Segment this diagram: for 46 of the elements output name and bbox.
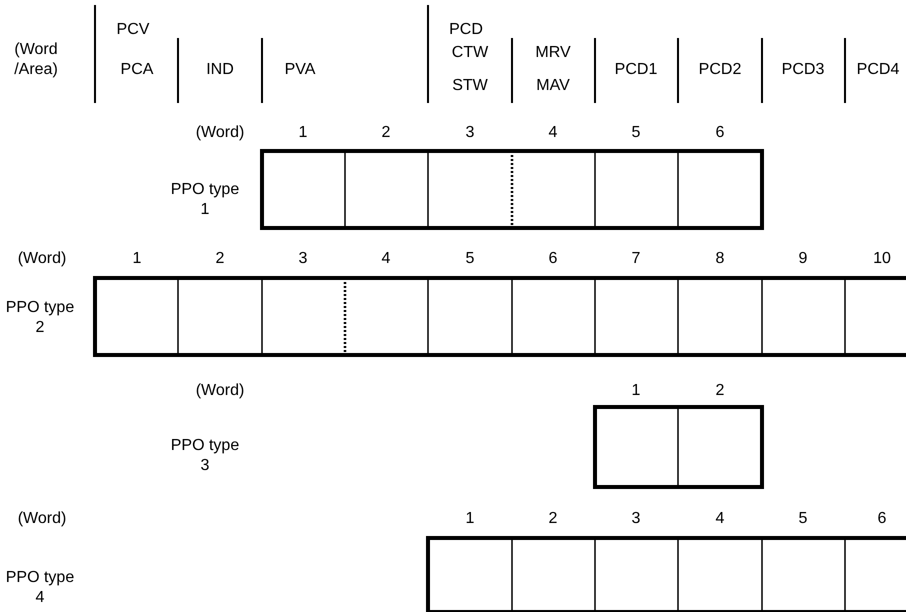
word-number: 9 <box>798 249 808 269</box>
axis-label: (Word) <box>18 249 66 269</box>
field-label: PVA <box>284 60 316 80</box>
word-number: 1 <box>298 123 308 143</box>
word-number: 5 <box>466 249 474 269</box>
word-number: 3 <box>632 509 640 529</box>
word-number: 2 <box>716 381 724 401</box>
row-label: PPO type 3 <box>170 436 240 476</box>
row-label: PPO type 2 <box>5 298 75 338</box>
word-number: 5 <box>798 509 808 529</box>
word-number: 2 <box>382 123 390 143</box>
word-number: 5 <box>632 123 640 143</box>
field-label: MAV <box>536 76 570 96</box>
field-label: MRV <box>535 43 571 63</box>
word-number: 7 <box>632 249 640 269</box>
word-number: 6 <box>716 123 724 143</box>
field-label: PCD1 <box>614 60 658 80</box>
word-number: 1 <box>632 381 640 401</box>
word-number: 4 <box>548 123 558 143</box>
axis-label: (Word) <box>196 123 244 143</box>
word-number: 3 <box>466 123 474 143</box>
heading-label: (Word /Area) <box>13 40 59 80</box>
field-label: STW <box>452 76 488 96</box>
word-number: 6 <box>878 509 886 529</box>
word-number: 10 <box>873 249 891 269</box>
axis-label: (Word) <box>196 381 244 401</box>
word-number: 2 <box>548 509 558 529</box>
field-label: PCV <box>116 20 150 40</box>
field-label: PCA <box>120 60 154 80</box>
word-number: 6 <box>548 249 558 269</box>
word-number: 4 <box>382 249 390 269</box>
word-number: 8 <box>716 249 724 269</box>
field-label: PCD3 <box>782 60 824 80</box>
row-label: PPO type 1 <box>170 180 240 220</box>
field-label: IND <box>206 60 234 80</box>
word-number: 2 <box>216 249 224 269</box>
word-number: 1 <box>466 509 474 529</box>
field-label: PCD4 <box>856 60 900 80</box>
field-label: CTW <box>452 43 488 63</box>
word-number: 4 <box>716 509 724 529</box>
row-label: PPO type 4 <box>5 568 75 608</box>
axis-label: (Word) <box>18 509 66 529</box>
field-label: PCD2 <box>698 60 742 80</box>
field-label: PCD <box>449 20 483 40</box>
word-number: 3 <box>298 249 308 269</box>
word-number: 1 <box>132 249 142 269</box>
